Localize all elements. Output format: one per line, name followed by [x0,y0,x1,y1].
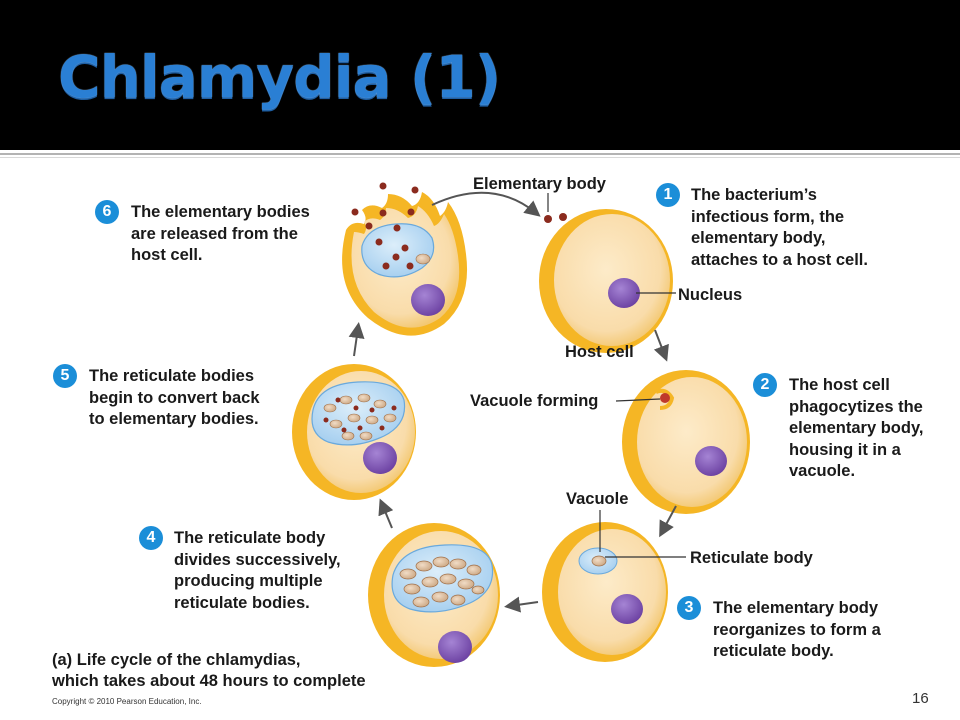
step-5-text: The reticulate bodies begin to convert b… [89,367,260,428]
slide-title: Chlamydia (1) [58,43,501,111]
vacuole-forming-body [660,393,670,403]
nucleus-label: Nucleus [678,286,743,304]
arrow-6-to-1 [431,191,541,217]
host-cell-step-4 [368,523,500,667]
nucleus-step-1 [608,278,640,308]
caption-part-label: (a) [52,651,73,669]
page-number: 16 [912,690,929,707]
released-elementary-bodies [351,182,419,270]
host-cell-step-1 [539,209,673,353]
arrow-2-to-3 [659,505,677,538]
converting-bodies-step-5 [323,393,397,441]
cycle-arrows [348,191,677,613]
vacuole-label: Vacuole [566,490,629,508]
header-divider [0,153,960,155]
header-divider-thin [0,157,960,158]
nucleus-step-4 [438,631,472,663]
elementary-body-dot [544,215,552,223]
step-3-text: The elementary body reorganizes to form … [713,599,881,660]
nucleus-step-2 [695,446,727,476]
step-6-text: The elementary bodies are released from … [131,203,310,264]
step-3-badge: 3 [677,596,701,620]
step-1-text: The bacterium’s infectious form, the ele… [691,186,868,269]
host-cell-step-2 [622,370,750,514]
step-2-text: The host cell phagocytizes the elementar… [789,376,924,480]
slide-header [0,0,960,150]
step-6-badge: 6 [95,200,119,224]
host-cell-label: Host cell [565,343,634,361]
vacuole-forming-label: Vacuole forming [470,392,599,410]
step-5-badge: 5 [53,364,77,388]
arrow-5-to-6 [348,322,365,357]
arrow-1-to-2 [653,329,669,362]
caption-text: Life cycle of the chlamydias, which take… [52,651,366,690]
elementary-body-dot [559,213,567,221]
arrow-3-to-4 [504,596,539,613]
step-1-badge: 1 [656,183,680,207]
copyright-notice: Copyright © 2010 Pearson Education, Inc. [52,697,202,706]
elementary-body-label: Elementary body [473,175,606,193]
reticulate-bodies-step-4 [399,556,485,608]
nucleus-step-6 [411,284,445,316]
vacuole-step-6 [361,223,435,278]
nucleus-step-5 [363,442,397,474]
step-2-badge: 2 [753,373,777,397]
figure-caption: (a) Life cycle of the chlamydias, which … [52,650,366,692]
host-cell-step-5 [292,364,416,500]
reticulate-body-label: Reticulate body [690,549,813,567]
step-4-badge: 4 [139,526,163,550]
reticulate-body-step-3 [591,555,607,567]
step-4-text: The reticulate body divides successively… [174,529,341,612]
nucleus-step-3 [611,594,643,624]
leader-lines [547,193,686,558]
host-cell-step-3 [542,522,668,662]
arrow-4-to-5 [378,498,394,529]
host-cell-step-6 [342,182,468,336]
